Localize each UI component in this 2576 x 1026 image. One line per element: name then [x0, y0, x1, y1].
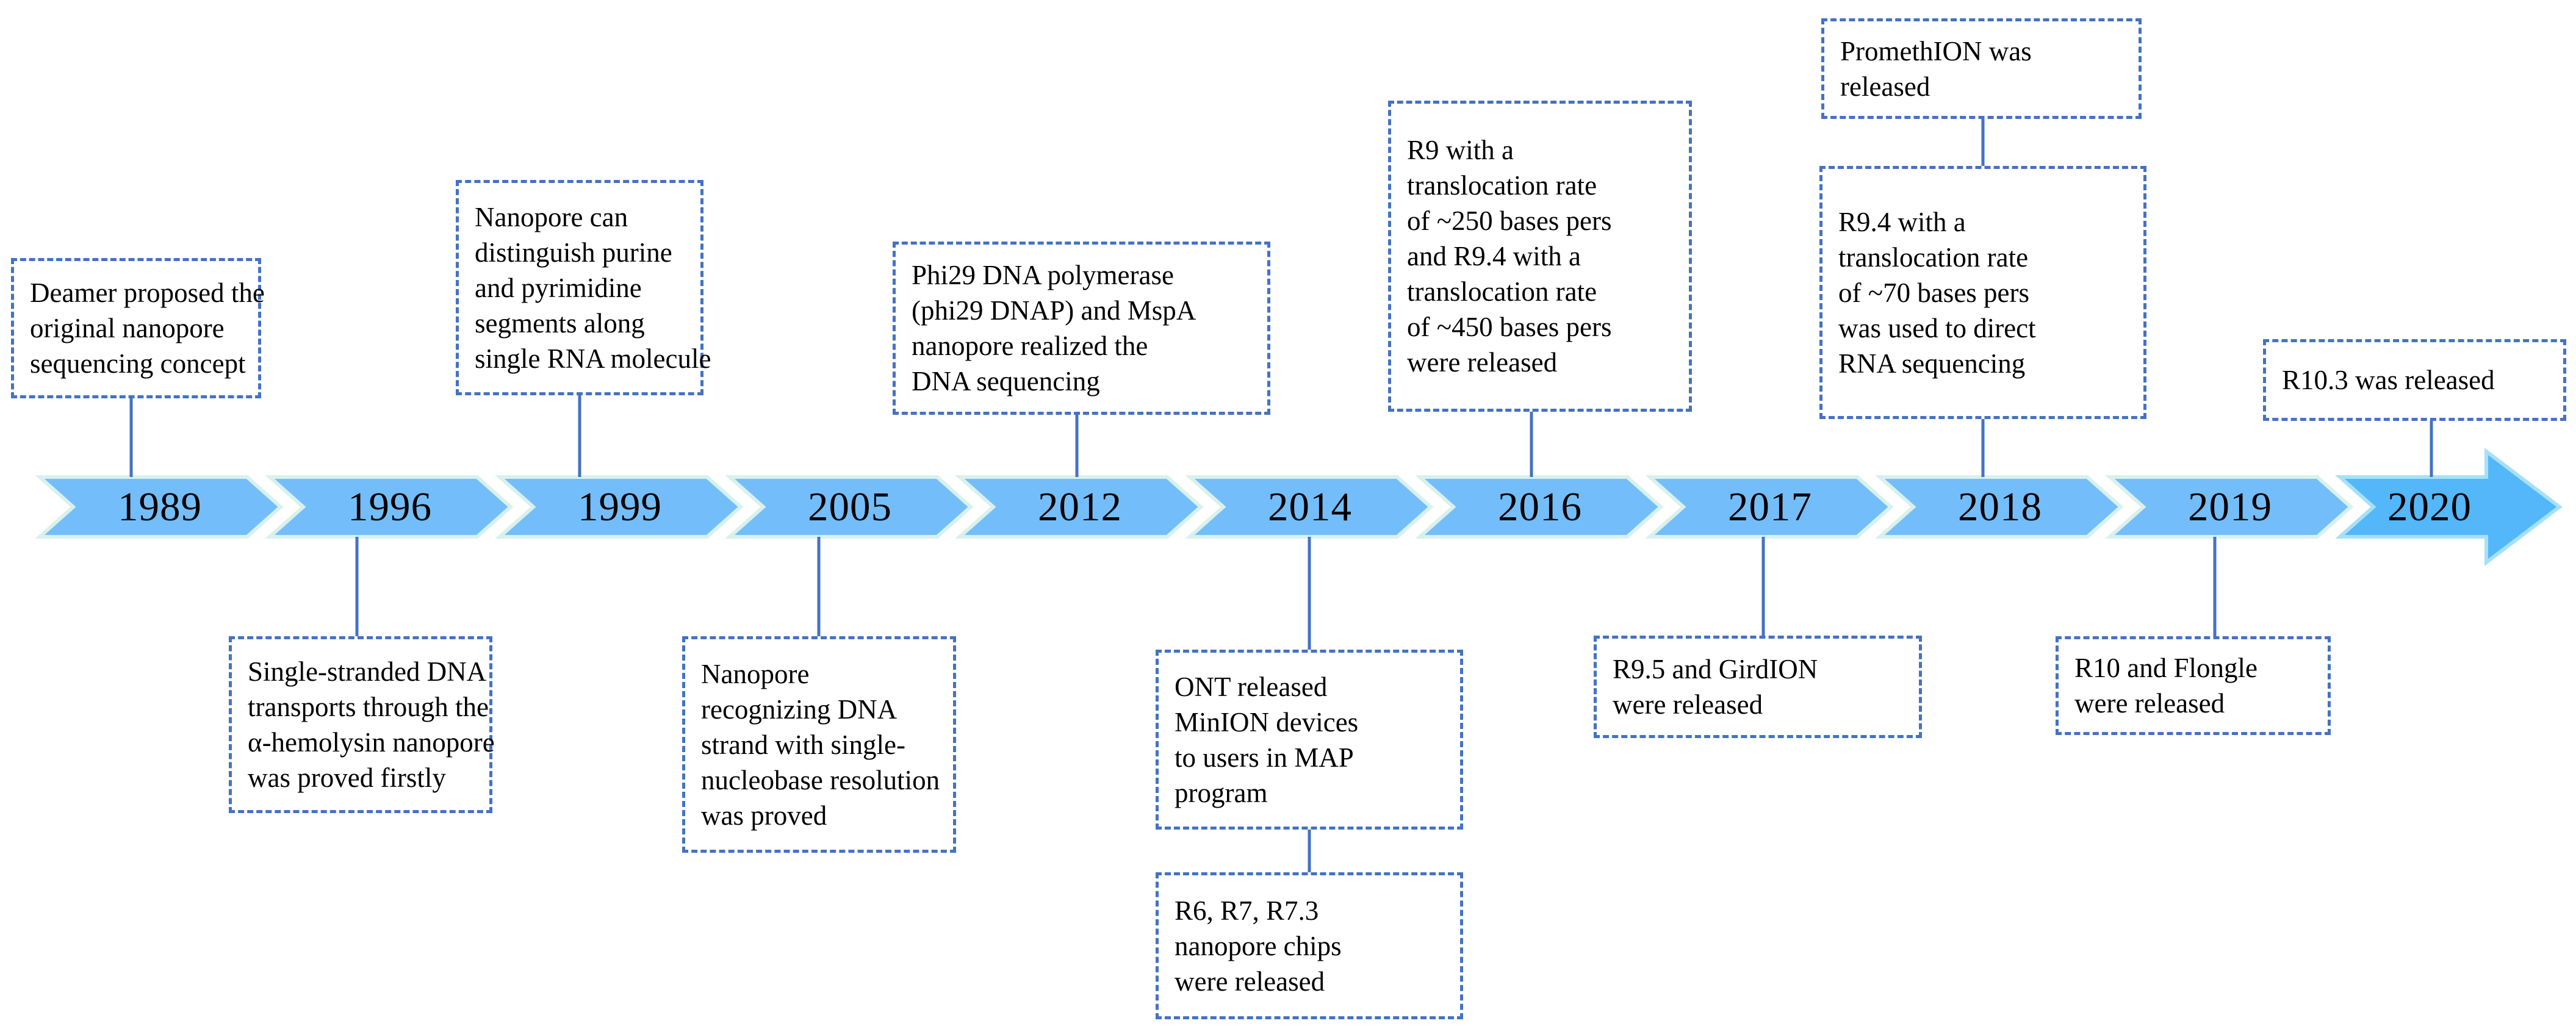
event-box-2018-rna: R9.4 with a translocation rate of ~70 ba… [1819, 166, 2146, 419]
arrow-2020 [2335, 447, 2563, 567]
event-box-2018-promethion: PromethION was released [1821, 18, 2142, 119]
event-box-2012: Phi29 DNA polymerase (phi29 DNAP) and Ms… [893, 242, 1270, 415]
event-box-1999: Nanopore can distinguish purine and pyri… [456, 180, 711, 395]
chevron-2016 [1415, 475, 1664, 539]
chevron-2012 [955, 475, 1204, 539]
chevron-1996 [265, 475, 514, 539]
year-label-2019: 2019 [2188, 484, 2272, 529]
event-box-2017: R9.5 and GirdION were released [1594, 636, 1922, 738]
event-box-2014-minion: ONT released MinION devices to users in … [1156, 650, 1463, 830]
year-label-2017: 2017 [1728, 484, 1812, 529]
event-box-2020: R10.3 was released [2263, 339, 2566, 421]
year-label-2012: 2012 [1038, 484, 1122, 529]
chevron-2018 [1875, 475, 2124, 539]
event-box-2016: R9 with a translocation rate of ~250 bas… [1388, 101, 1692, 412]
year-label-1999: 1999 [578, 484, 662, 529]
chevron-2017 [1645, 475, 1894, 539]
chevron-2005 [725, 475, 974, 539]
connector-lines [129, 119, 2433, 872]
year-label-1996: 1996 [348, 484, 432, 529]
chevron-2014 [1185, 475, 1434, 539]
chevron-1989 [35, 475, 284, 539]
event-box-2005: Nanopore recognizing DNA strand with sin… [682, 636, 956, 853]
year-label-2014: 2014 [1268, 484, 1352, 529]
year-label-2020: 2020 [2387, 484, 2472, 529]
year-label-2018: 2018 [1958, 484, 2042, 529]
event-box-2014-chips: R6, R7, R7.3 nanopore chips were release… [1156, 872, 1463, 1019]
year-label-1989: 1989 [118, 484, 202, 529]
event-box-1989: Deamer proposed the original nanopore se… [11, 258, 265, 398]
event-box-1996: Single-stranded DNA transports through t… [229, 636, 495, 813]
year-label-2016: 2016 [1498, 484, 1582, 529]
event-box-2019: R10 and Flongle were released [2056, 636, 2331, 735]
timeline-chevron-band [35, 447, 2563, 567]
chevron-2019 [2105, 475, 2354, 539]
year-label-2005: 2005 [808, 484, 892, 529]
chevron-1999 [495, 475, 744, 539]
